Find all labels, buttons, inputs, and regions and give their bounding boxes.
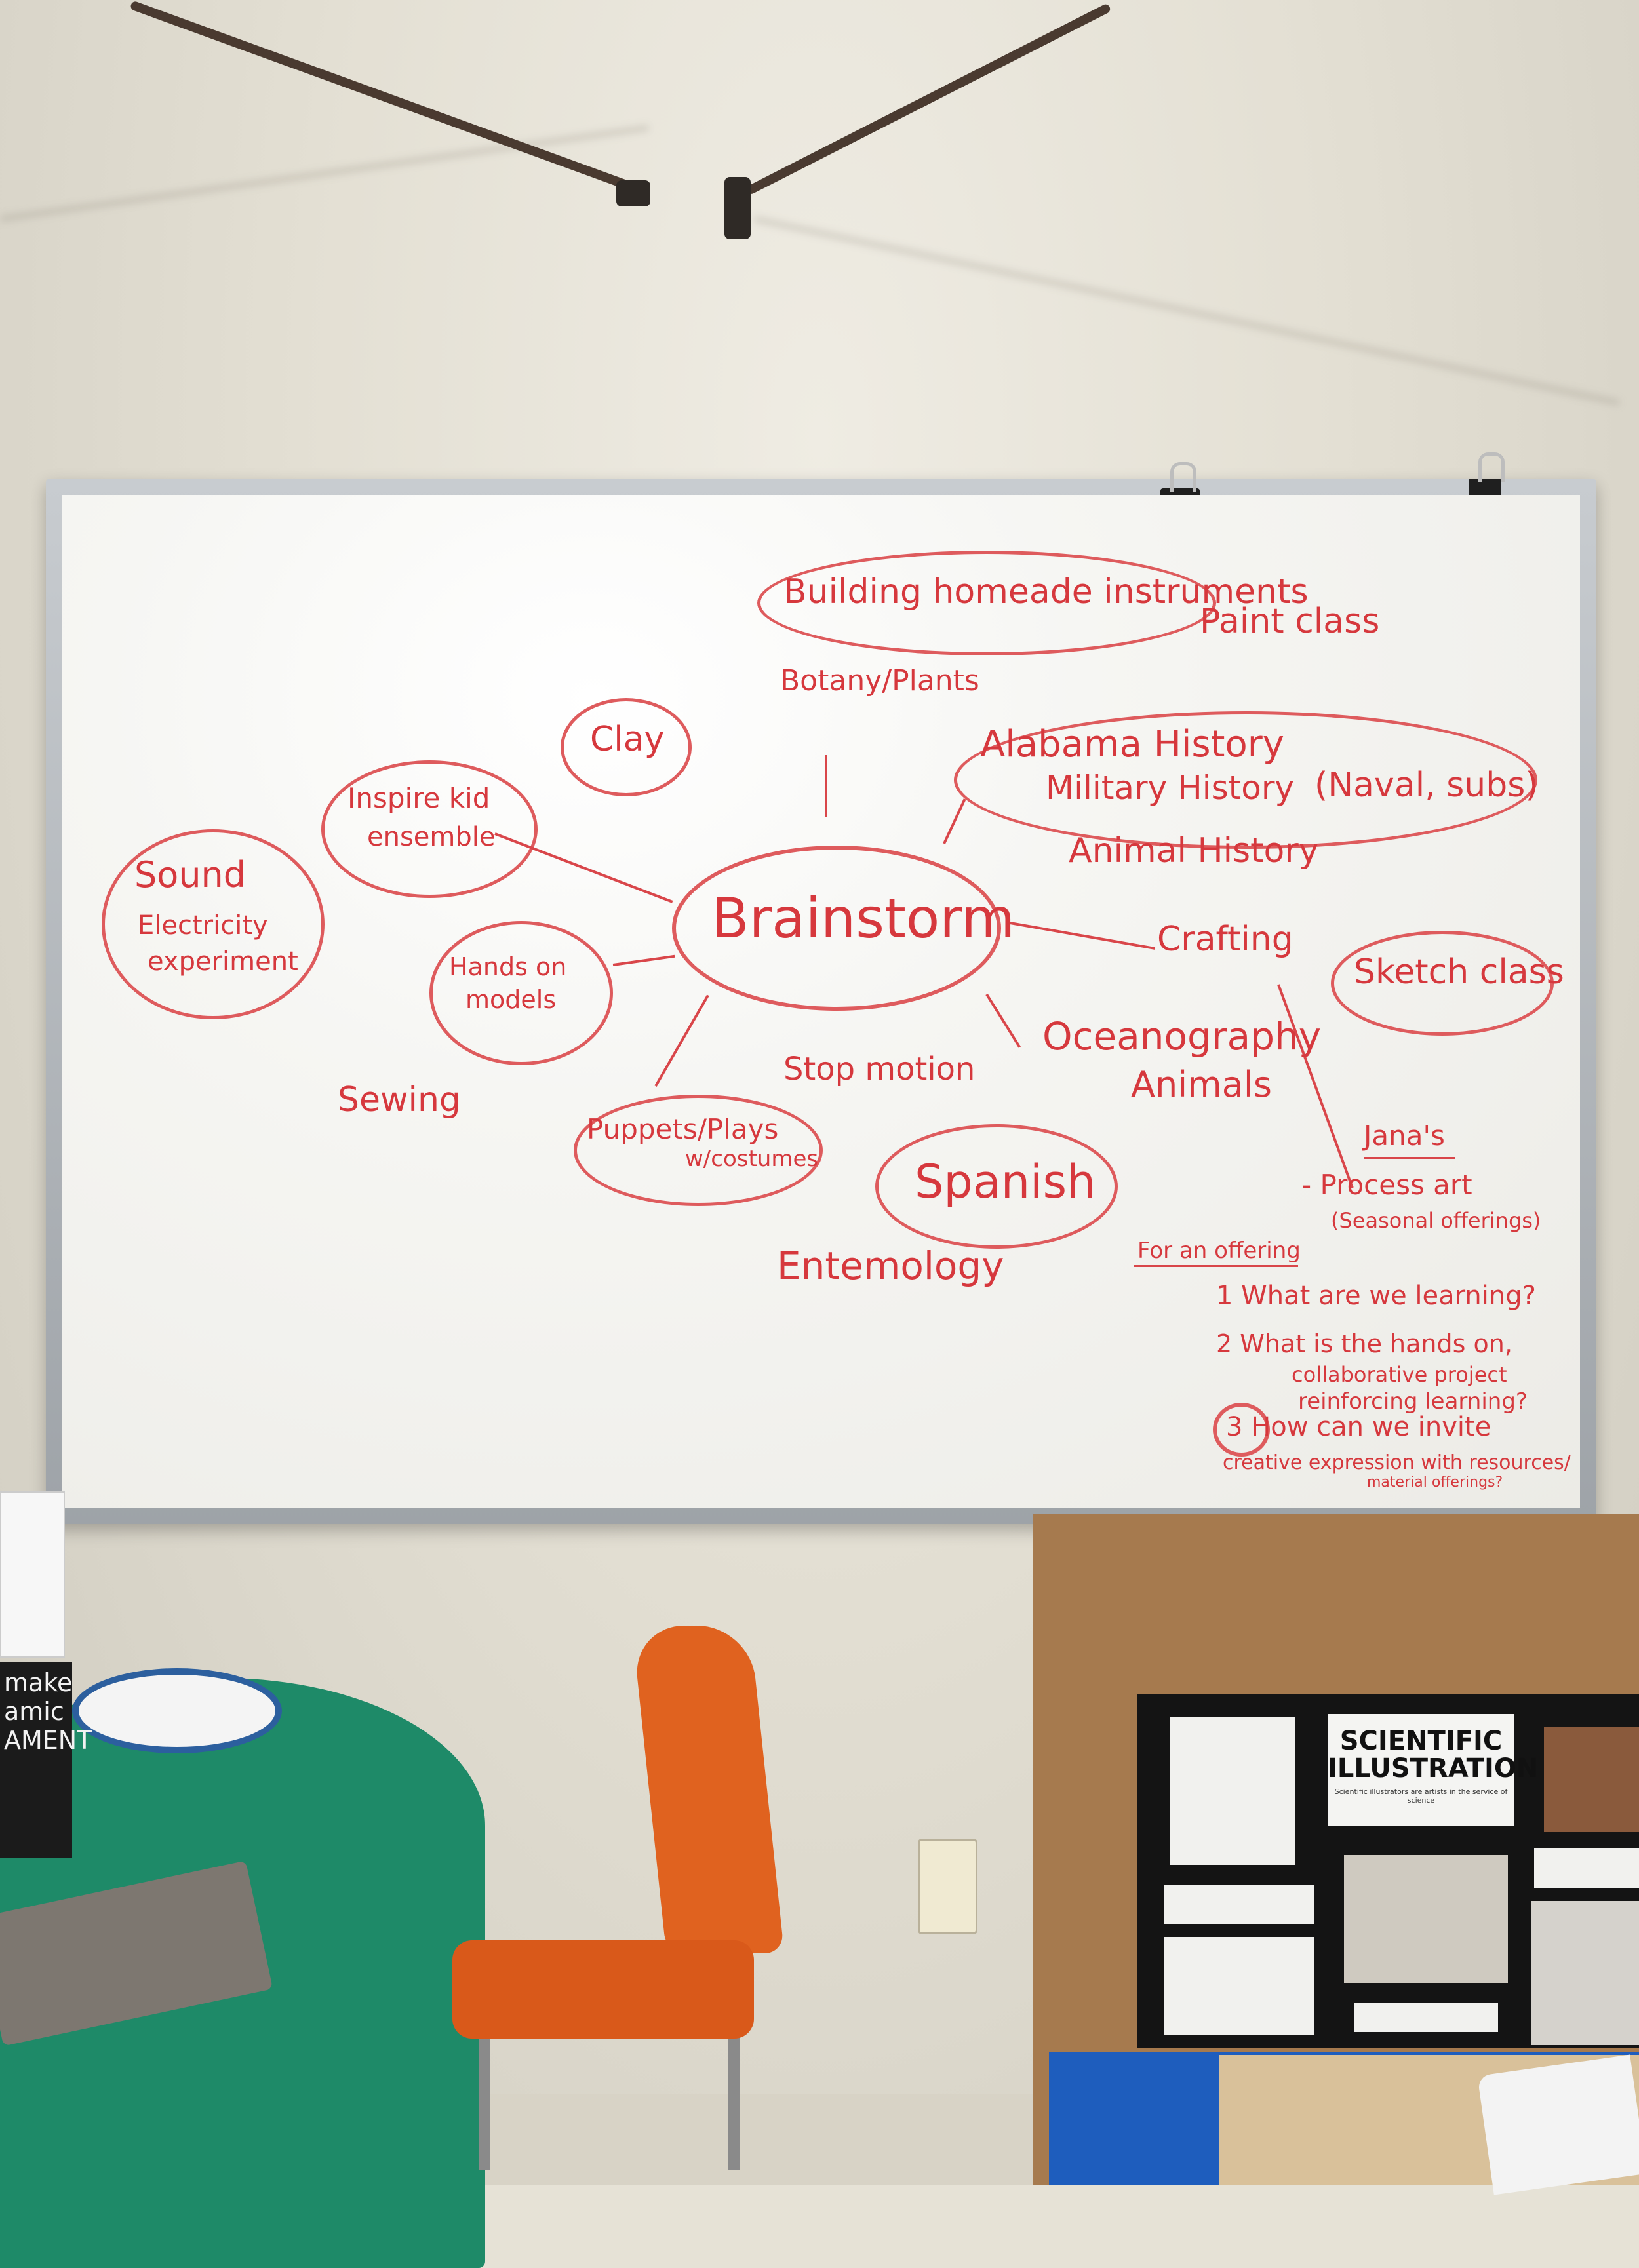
- topic-ocean-2: Animals: [1131, 1064, 1272, 1105]
- topic-instruments: Building homeade instruments: [783, 572, 1309, 612]
- note-process-art: - Process art: [1301, 1169, 1472, 1201]
- cloud-history: [954, 711, 1537, 849]
- cloud-spanish: [875, 1124, 1118, 1249]
- connector: [985, 993, 1021, 1048]
- poster-card: [1164, 1937, 1314, 2035]
- topic-inspire-2: ensemble: [367, 822, 496, 852]
- cloud-sketch: [1331, 931, 1554, 1036]
- poster-card: [1170, 1717, 1295, 1865]
- cloud-brainstorm: [672, 846, 1001, 1011]
- cloud-sound: [102, 829, 325, 1019]
- topic-sketch: Sketch class: [1354, 952, 1564, 992]
- note-seasonal: (Seasonal offerings): [1331, 1208, 1541, 1233]
- poster-subtitle: Scientific illustrators are artists in t…: [1334, 1788, 1508, 1805]
- cloud-puppets: [574, 1095, 823, 1206]
- topic-hands-2: models: [465, 985, 557, 1014]
- wall-outlet: [918, 1839, 977, 1934]
- connector: [494, 832, 673, 903]
- cloud-inspire: [321, 760, 538, 898]
- chair-leg: [479, 2019, 490, 2170]
- topic-hands-1: Hands on: [449, 952, 567, 981]
- topic-clay: Clay: [590, 720, 665, 759]
- topic-animal-history: Animal History: [1069, 831, 1319, 870]
- sign-line-3: AMENT: [4, 1726, 92, 1755]
- topic-paint: Paint class: [1200, 602, 1380, 641]
- topic-ocean-1: Oceanography: [1042, 1014, 1322, 1059]
- note-for-offering: For an offering: [1137, 1238, 1301, 1264]
- chalkboard-sign: make amic AMENT: [0, 1662, 92, 1858]
- paper-plate: [72, 1668, 282, 1753]
- note-q2-1: 2 What is the hands on,: [1216, 1329, 1512, 1358]
- paper-sheet: [0, 1491, 65, 1658]
- topic-entemology: Entemology: [777, 1243, 1004, 1288]
- topic-puppets-2: w/costumes: [685, 1146, 819, 1172]
- poster-card: [1354, 2003, 1498, 2032]
- note-q1: 1 What are we learning?: [1216, 1281, 1536, 1311]
- poster-title: SCIENTIFIC ILLUSTRATION: [1328, 1726, 1539, 1784]
- poster-card: [1534, 1848, 1639, 1888]
- circle-3: [1213, 1403, 1270, 1457]
- topic-botany: Botany/Plants: [780, 664, 979, 697]
- poster-card: [1344, 1855, 1508, 1983]
- topic-naval: (Naval, subs): [1314, 766, 1539, 805]
- whiteboard: Building homeade instruments Paint class…: [62, 495, 1580, 1508]
- connector: [612, 954, 675, 966]
- poster-card: [1544, 1727, 1639, 1832]
- connector: [825, 755, 827, 817]
- cloud-hands: [429, 921, 613, 1065]
- note-q2-3: reinforcing learning?: [1298, 1388, 1528, 1415]
- topic-puppets-1: Puppets/Plays: [587, 1113, 779, 1145]
- note-janas: Jana's: [1364, 1120, 1445, 1152]
- topic-sound-2: Electricity: [138, 910, 268, 941]
- topic-military: Military History: [1046, 769, 1294, 807]
- note-q3-3: material offerings?: [1367, 1474, 1503, 1491]
- plastic-bag: [1477, 2054, 1639, 2195]
- connector: [654, 994, 709, 1087]
- topic-spanish: Spanish: [915, 1155, 1096, 1209]
- cloud-instruments: [757, 551, 1216, 655]
- topic-crafting: Crafting: [1157, 920, 1293, 959]
- poster-card: [1531, 1901, 1639, 2045]
- topic-sewing: Sewing: [338, 1080, 461, 1120]
- connector: [943, 798, 966, 844]
- underline-janas: [1364, 1157, 1455, 1159]
- connector: [1006, 921, 1155, 950]
- center-brainstorm: Brainstorm: [711, 886, 1016, 950]
- note-q3-1: 3 How can we invite: [1226, 1412, 1491, 1442]
- topic-sound-1: Sound: [134, 854, 247, 895]
- orange-chair-seat: [452, 1940, 754, 2039]
- poster-title-card: SCIENTIFIC ILLUSTRATION Scientific illus…: [1328, 1714, 1539, 1826]
- mount-bracket-left: [616, 180, 650, 206]
- note-q3-2: creative expression with resources/: [1223, 1451, 1571, 1474]
- sign-line-2: amic: [4, 1697, 64, 1726]
- cloud-clay: [561, 698, 692, 796]
- topic-inspire-1: Inspire kid: [347, 782, 490, 814]
- poster-card: [1164, 1885, 1314, 1924]
- topic-stop-motion: Stop motion: [783, 1051, 976, 1087]
- chair-leg: [728, 2019, 740, 2170]
- note-q2-2: collaborative project: [1292, 1362, 1507, 1387]
- topic-sound-3: experiment: [148, 947, 298, 977]
- topic-alabama: Alabama History: [980, 723, 1284, 766]
- sign-line-1: make: [4, 1668, 73, 1697]
- mount-bracket-right: [724, 177, 751, 239]
- underline-offering: [1134, 1265, 1298, 1267]
